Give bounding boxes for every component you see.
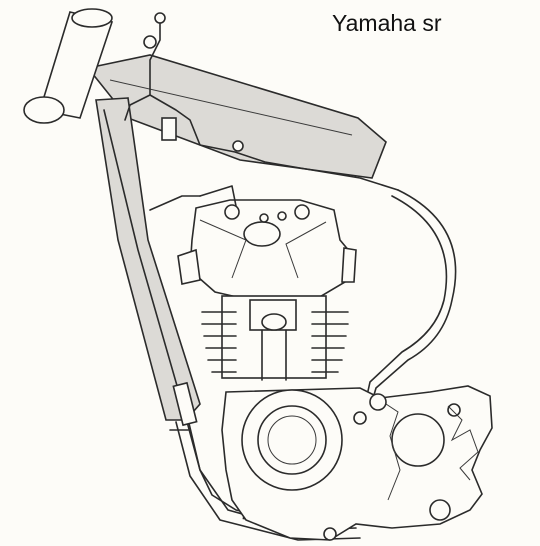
cylinder-head <box>189 199 351 301</box>
fuel-tank <box>86 54 387 179</box>
fuel-line <box>124 12 457 403</box>
cylinder-fins <box>201 295 349 381</box>
oil-fitting <box>369 393 387 411</box>
intake-port <box>177 248 201 285</box>
crankcase <box>221 385 493 541</box>
diagram-title: Yamaha sr <box>332 10 442 36</box>
steering-head <box>23 8 114 124</box>
